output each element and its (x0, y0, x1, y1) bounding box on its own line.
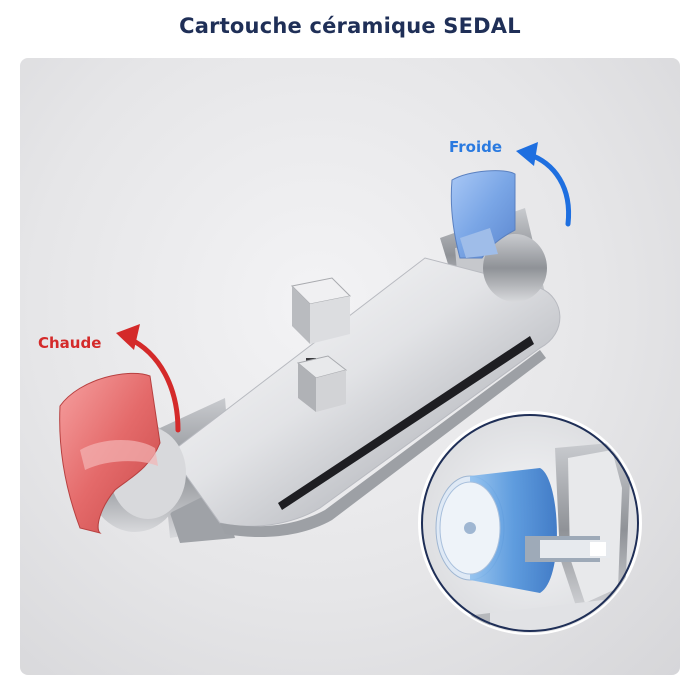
page-title: Cartouche céramique SEDAL (179, 14, 521, 38)
hot-label: Chaude (38, 334, 102, 352)
cold-direction-arrow (525, 151, 572, 227)
cold-label: Froide (449, 138, 503, 156)
hot-lever (59, 372, 161, 534)
cartridge-inset (418, 411, 642, 635)
cold-arrow-head (516, 142, 538, 166)
diverter-knob (290, 277, 352, 412)
hot-direction-arrow (125, 335, 181, 433)
hot-arrow-head (116, 324, 140, 350)
cold-lever (450, 170, 516, 259)
faucet-illustration (59, 142, 642, 635)
product-photo-panel: Chaude Froide (20, 58, 680, 675)
faucet-body (87, 208, 561, 543)
